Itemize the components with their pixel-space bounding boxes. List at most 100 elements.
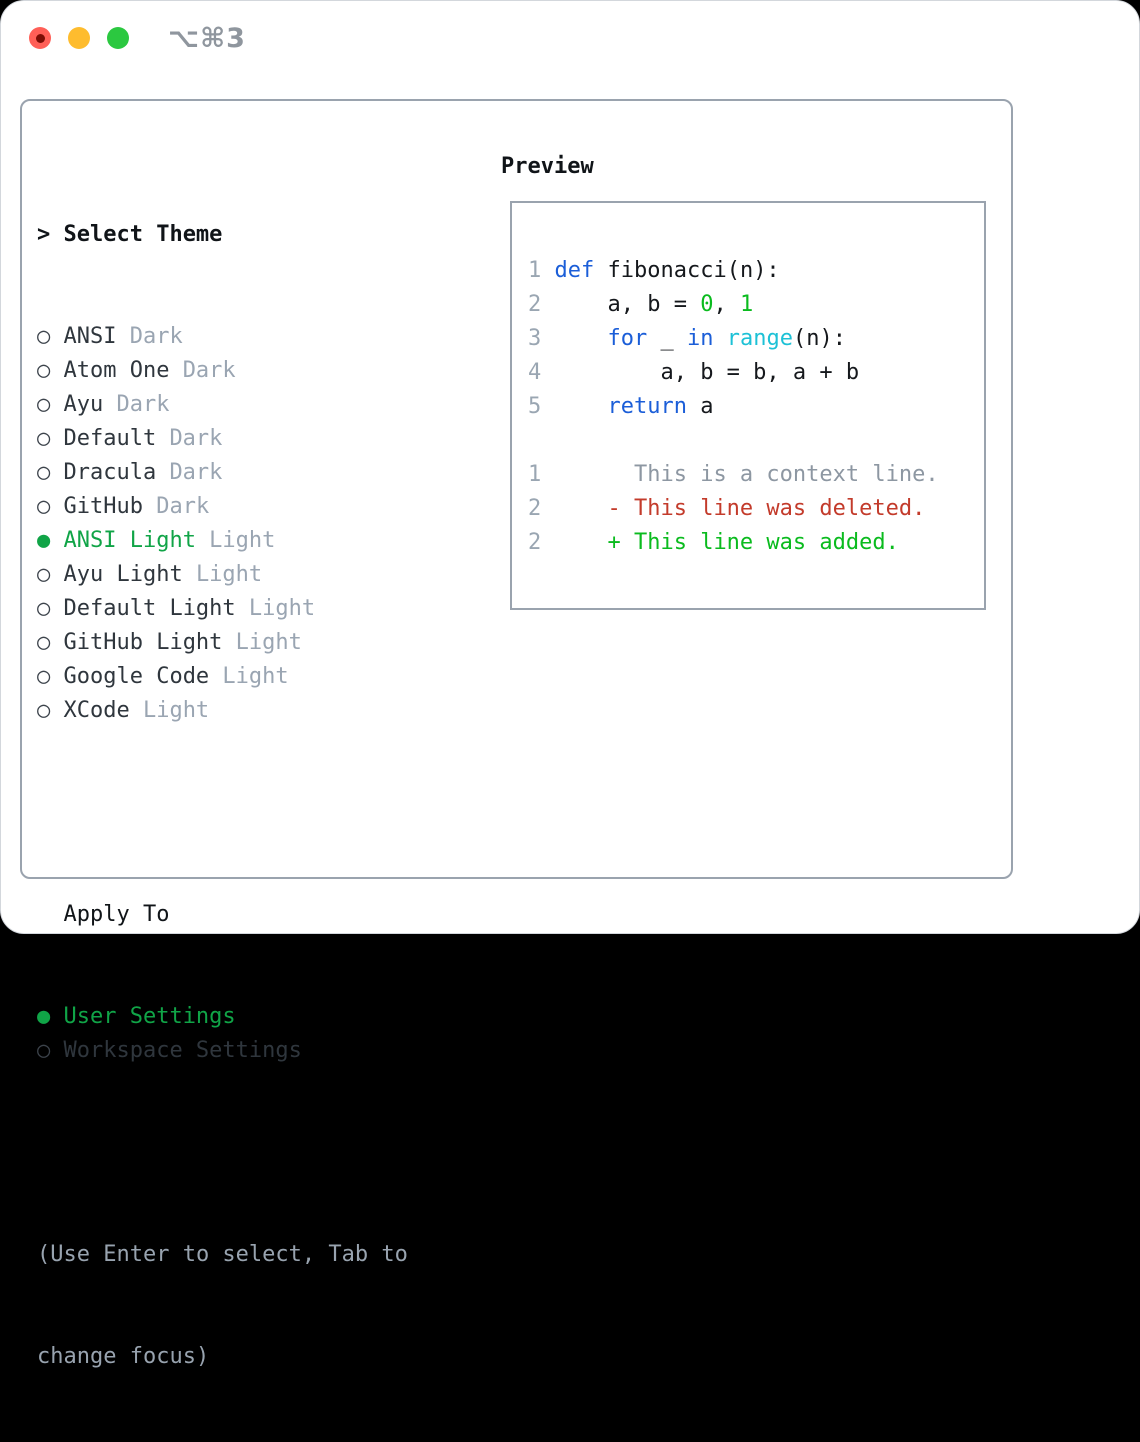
code-token: 1 <box>739 292 754 317</box>
code-token: range <box>726 326 793 351</box>
theme-option[interactable]: ○ XCode Light <box>37 694 408 728</box>
radio-selected-icon: ● <box>37 1004 51 1029</box>
apply-option-label: Workspace Settings <box>63 1038 302 1063</box>
preview-line: 2 - This line was deleted. <box>528 492 980 526</box>
theme-name: GitHub <box>63 494 143 519</box>
spacer <box>37 1136 408 1170</box>
theme-variant-tag: Dark <box>116 392 170 417</box>
radio-icon: ○ <box>37 426 51 451</box>
theme-variant-tag: Dark <box>156 494 210 519</box>
theme-name: Atom One <box>63 358 170 383</box>
radio-icon: ○ <box>37 358 51 383</box>
line-number: 2 <box>528 292 555 317</box>
preview-line: 5 return a <box>528 390 980 424</box>
radio-icon: ○ <box>37 630 51 655</box>
theme-variant-tag: Light <box>195 562 263 587</box>
theme-option[interactable]: ○ Atom One Dark <box>37 354 408 388</box>
theme-option[interactable]: ○ Default Light Light <box>37 592 408 626</box>
theme-option[interactable]: ○ Ayu Light Light <box>37 558 408 592</box>
help-text-line1: (Use Enter to select, Tab to <box>37 1242 408 1267</box>
line-number: 2 <box>528 530 555 555</box>
preview-line <box>528 424 980 458</box>
select-theme-header: > Select Theme <box>37 218 408 252</box>
theme-variant-tag: Dark <box>182 358 236 383</box>
select-theme-title: Select Theme <box>63 222 223 247</box>
line-number: 2 <box>528 496 555 521</box>
apply-to-title: Apply To <box>63 902 170 927</box>
code-token: def <box>554 258 595 283</box>
theme-variant-tag: Dark <box>129 324 183 349</box>
code-token: return <box>607 394 687 419</box>
code-token: - This line was deleted. <box>554 496 926 521</box>
code-token: a, b = <box>554 292 701 317</box>
theme-name: Default <box>63 426 157 451</box>
preview-line: 1 This is a context line. <box>528 458 980 492</box>
code-token: fibonacci(n): <box>594 258 780 283</box>
radio-icon: ○ <box>37 698 51 723</box>
preview-line: 2 a, b = 0, 1 <box>528 288 980 322</box>
zoom-button[interactable] <box>107 27 129 49</box>
cursor-icon: > <box>37 222 51 247</box>
radio-icon: ○ <box>37 562 51 587</box>
theme-option[interactable]: ● ANSI Light Light <box>37 524 408 558</box>
theme-name: XCode <box>63 698 130 723</box>
preview-line: 2 + This line was added. <box>528 526 980 560</box>
code-token: in <box>686 326 714 351</box>
theme-variant-tag: Light <box>142 698 210 723</box>
spacer <box>37 796 408 830</box>
apply-to-list: ● User Settings ○ Workspace Settings <box>37 1000 408 1068</box>
line-number: 1 <box>528 258 555 283</box>
theme-variant-tag: Dark <box>169 460 223 485</box>
radio-icon: ○ <box>37 392 51 417</box>
apply-option-label: User Settings <box>63 1004 236 1029</box>
preview-line: 1 def fibonacci(n): <box>528 254 980 288</box>
theme-name: GitHub Light <box>63 630 223 655</box>
apply-option[interactable]: ● User Settings <box>37 1000 408 1034</box>
theme-variant-tag: Light <box>248 596 316 621</box>
code-token: _ <box>647 326 687 351</box>
radio-icon: ○ <box>37 1038 51 1063</box>
radio-icon: ○ <box>37 664 51 689</box>
theme-option[interactable]: ○ ANSI Dark <box>37 320 408 354</box>
preview-line: 3 for _ in range(n): <box>528 322 980 356</box>
code-token <box>713 326 726 351</box>
theme-name: ANSI Light <box>63 528 196 553</box>
code-token: + This line was added. <box>554 530 899 555</box>
close-button[interactable] <box>29 27 51 49</box>
apply-to-header: Apply To <box>37 898 408 932</box>
radio-icon: ○ <box>37 324 51 349</box>
code-token: for <box>607 326 648 351</box>
theme-variant-tag: Light <box>235 630 302 655</box>
theme-name: Ayu Light <box>63 562 183 587</box>
code-token <box>555 394 608 419</box>
theme-option[interactable]: ○ Google Code Light <box>37 660 408 694</box>
theme-option[interactable]: ○ GitHub Light Light <box>37 626 408 660</box>
line-number: 1 <box>528 462 555 487</box>
theme-variant-tag: Light <box>222 664 289 689</box>
theme-name: Google Code <box>63 664 210 689</box>
preview-title: Preview <box>501 154 594 179</box>
theme-name: Default Light <box>63 596 236 621</box>
radio-icon: ○ <box>37 596 51 621</box>
apply-option[interactable]: ○ Workspace Settings <box>37 1034 408 1068</box>
code-token <box>555 326 608 351</box>
code-token: , <box>713 292 740 317</box>
code-token: a, b = b, a + b <box>554 360 860 385</box>
theme-name: ANSI <box>63 324 117 349</box>
theme-variant-tag: Light <box>209 528 276 553</box>
radio-selected-icon: ● <box>37 528 51 553</box>
radio-icon: ○ <box>37 460 51 485</box>
line-number: 3 <box>528 326 555 351</box>
code-token: This is a context line. <box>554 462 939 487</box>
help-text-line2: change focus) <box>37 1344 210 1369</box>
preview-line: 4 a, b = b, a + b <box>528 356 980 390</box>
minimize-button[interactable] <box>68 27 90 49</box>
